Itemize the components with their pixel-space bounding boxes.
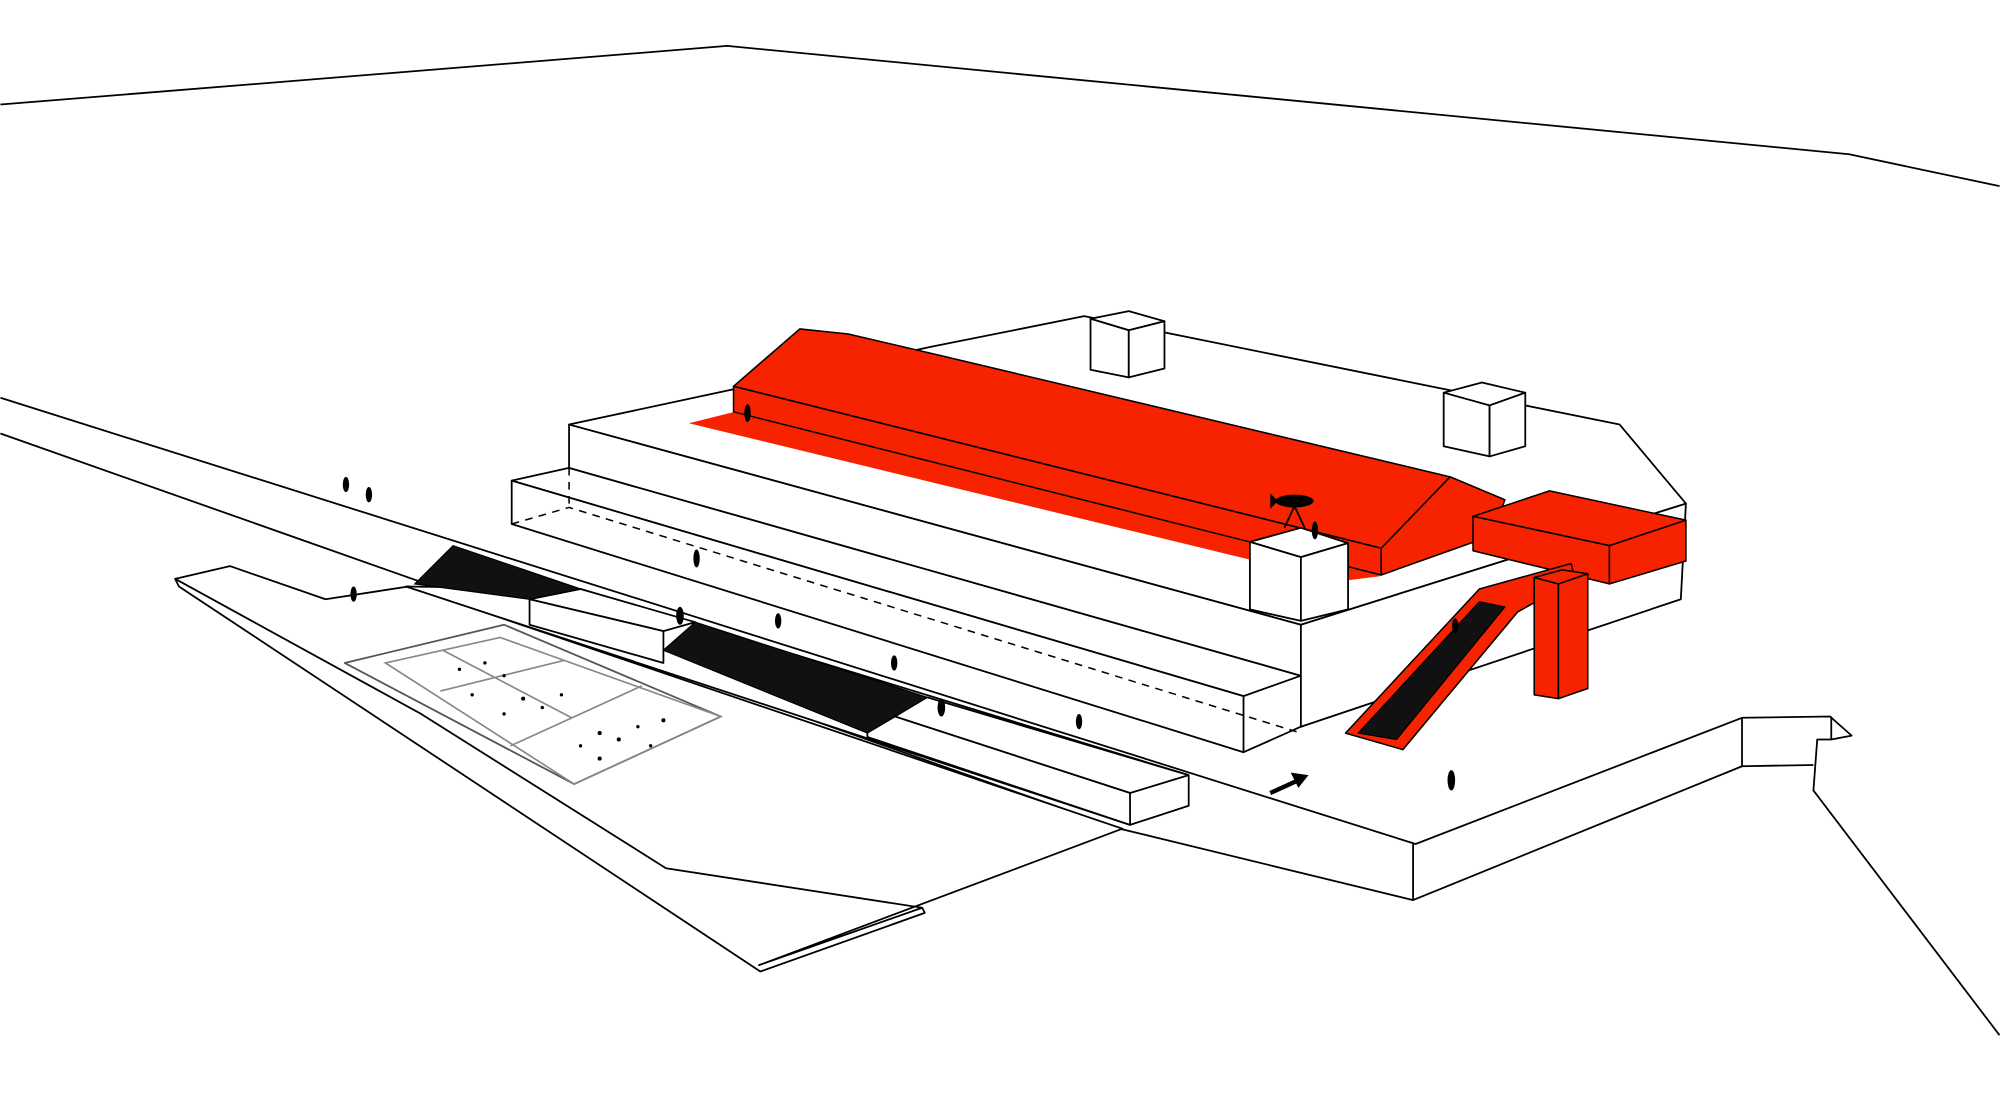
- site-boundary: [0, 45, 2000, 188]
- plinth-step-box: [528, 598, 665, 664]
- pool-grid-line: [440, 659, 565, 692]
- red-column-front: [1533, 576, 1560, 700]
- hidden-edge: [511, 506, 1302, 734]
- red-stair-treads: [1356, 601, 1507, 741]
- red-roof-floor-strip: [688, 410, 1380, 582]
- rooftop-cube: [1442, 381, 1527, 458]
- road-upper-edge: [0, 396, 2000, 1036]
- platform-edge: [174, 578, 926, 973]
- bleacher-steps: [662, 621, 929, 734]
- building-edge: [1243, 725, 1302, 754]
- bleacher-steps: [413, 544, 583, 600]
- pool-grid-line: [442, 649, 573, 719]
- red-column-side: [1557, 572, 1589, 700]
- pool-grid-line: [510, 685, 643, 747]
- red-annex-side: [1608, 519, 1687, 585]
- rooftop-cube: [1089, 310, 1166, 379]
- red-column-top: [1533, 569, 1589, 585]
- waterfront-platform: [174, 565, 1124, 967]
- rooftop-cube: [1248, 526, 1349, 622]
- fish-sculpture-icon: [1270, 493, 1314, 529]
- people-figures: [342, 404, 1459, 791]
- entrance-arrow-icon: [1269, 772, 1309, 796]
- fish-school: [457, 661, 666, 761]
- pool-grid: [383, 636, 723, 786]
